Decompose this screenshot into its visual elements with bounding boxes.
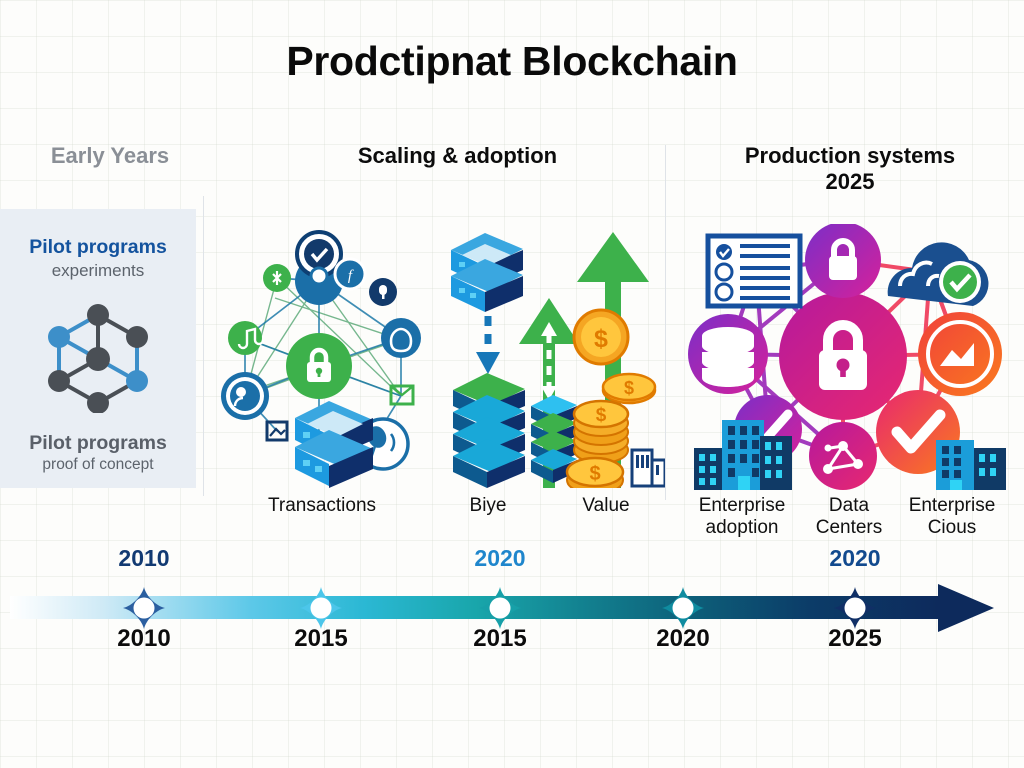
caption-enterprise-cious: Enterprise Cious (892, 495, 1012, 539)
panel-title-pilot-programs-2: Pilot programs (29, 432, 167, 454)
block-stack-small-icon (531, 395, 577, 483)
chart-circle-icon (918, 312, 1002, 396)
city-buildings-icon (694, 420, 1006, 490)
caption-data-centers-line2: Centers (815, 516, 883, 538)
caption-data-centers-line1: Data (828, 495, 870, 516)
column-header-scaling: Scaling & adoption (357, 143, 558, 168)
timeline-label-below-2: 2015 (473, 625, 527, 652)
timeline-label-below-3: 2020 (656, 625, 710, 652)
caption-enterprise-adoption: Enterprise adoption (678, 495, 806, 539)
column-header-production-line1: Production systems (744, 143, 956, 168)
block-stack-icon (453, 373, 525, 488)
timeline-bar (10, 596, 940, 619)
column-header-production: Production systems 2025 (690, 143, 1010, 195)
lock-icon (307, 347, 331, 382)
early-years-panel: Pilot programs experiments (0, 209, 196, 488)
timeline: 2010 2010 2015 2020 2015 2020 2020 2025 (0, 545, 1024, 655)
svg-text:f: f (348, 268, 354, 284)
caption-transactions: Transactions (267, 495, 377, 516)
caption-enterprise-adoption-line2: adoption (705, 516, 779, 538)
panel-subtitle-experiments: experiments (51, 261, 145, 280)
enterprise-network-illustration (678, 222, 1010, 490)
timeline-marker-4[interactable] (834, 587, 876, 629)
caption-enterprise-adoption-line1: Enterprise (698, 495, 786, 516)
svg-text:$: $ (624, 378, 634, 398)
timeline-arrow-icon (938, 584, 994, 632)
scaling-growth-illustration: $ $ $ $ (433, 226, 667, 495)
timeline-marker-1[interactable] (300, 587, 342, 629)
timeline-label-below-0: 2010 (117, 625, 171, 652)
blockchain-network-illustration: f (205, 226, 433, 488)
timeline-marker-2[interactable] (479, 587, 521, 629)
column-header-production-year: 2025 (825, 168, 875, 194)
section-divider-right (665, 145, 666, 500)
caption-value: Value (582, 495, 630, 516)
timeline-marker-0[interactable] (123, 587, 165, 629)
database-icon (688, 314, 768, 394)
timeline-label-below-4: 2025 (828, 625, 882, 652)
panel-subtitle-proof-of-concept: proof of concept (42, 456, 154, 473)
page-title: Prodctipnat Blockchain (286, 38, 738, 84)
server-icon (451, 233, 523, 312)
building-icon (630, 448, 667, 488)
svg-text:$: $ (596, 405, 607, 426)
caption-biye: Biye (469, 495, 507, 516)
hexagon-network-icon (37, 295, 159, 418)
section-divider-left (203, 196, 204, 496)
timeline-label-below-1: 2015 (294, 625, 348, 652)
column-header-early-years: Early Years (50, 143, 170, 168)
cloud-check-icon (887, 242, 989, 306)
panel-title-pilot-programs: Pilot programs (29, 236, 167, 258)
svg-text:$: $ (589, 463, 600, 485)
lock-icon (819, 320, 867, 390)
timeline-label-above-2: 2020 (474, 545, 526, 571)
caption-enterprise-cious-line1: Enterprise (908, 495, 996, 516)
caption-enterprise-cious-line2: Cious (927, 516, 977, 538)
timeline-label-above-4: 2020 (829, 545, 881, 571)
checklist-icon (705, 233, 803, 309)
timeline-marker-3[interactable] (662, 587, 704, 629)
coin-stack-icon: $ $ $ $ (565, 308, 657, 495)
share-nodes-icon (809, 422, 877, 490)
server-stack-icon (295, 401, 373, 488)
timeline-label-above-0: 2010 (118, 545, 170, 571)
caption-data-centers: Data Centers (804, 495, 894, 539)
svg-text:$: $ (594, 325, 608, 353)
